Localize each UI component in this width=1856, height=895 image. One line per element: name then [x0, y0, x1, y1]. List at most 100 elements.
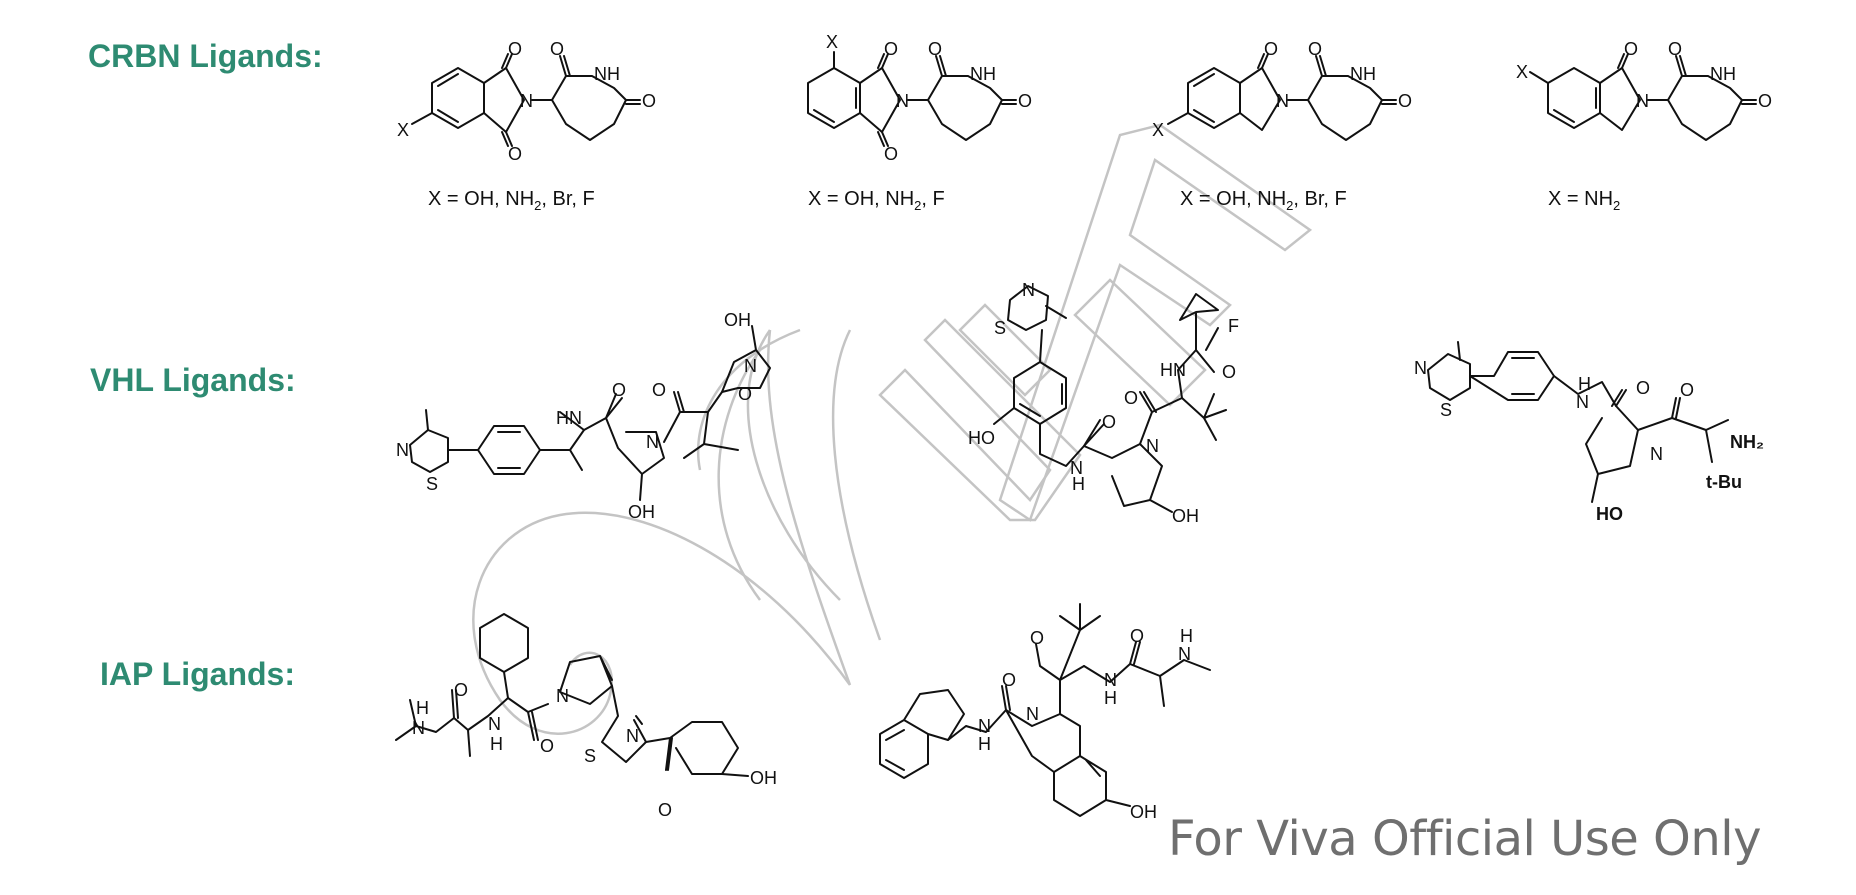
- atom-label: O: [1102, 412, 1116, 432]
- atom-label: O: [1264, 39, 1278, 59]
- vhl-structure-2: [993, 285, 1227, 513]
- atom-label: O: [884, 144, 898, 164]
- benzene-ring: [807, 67, 861, 129]
- atom-label: O: [642, 91, 656, 111]
- benzene-ring: [431, 67, 485, 129]
- caption-text: X = NH: [1548, 188, 1614, 210]
- atom-label: NH: [594, 64, 620, 84]
- atom-label: N: [978, 716, 991, 736]
- crbn-caption-4: X = NH2: [1548, 188, 1620, 213]
- atom-label: N: [1414, 358, 1427, 378]
- glutarimide: [907, 55, 1017, 141]
- atom-label: NH₂: [1730, 432, 1764, 452]
- atom-label: HO: [968, 428, 995, 448]
- atom-label: X: [397, 120, 409, 140]
- glutarimide: [1287, 55, 1397, 141]
- atom-label: N: [1146, 436, 1159, 456]
- atom-label: X: [1516, 62, 1528, 82]
- atom-label: H: [1104, 688, 1117, 708]
- atom-label: S: [994, 318, 1006, 338]
- aryl: [1013, 329, 1067, 425]
- atom-label: H: [1072, 474, 1085, 494]
- iap-ligands-label: IAP Ligands:: [100, 656, 295, 692]
- lactam-ring: [1239, 67, 1281, 131]
- atom-label: O: [550, 39, 564, 59]
- pyrrolidine: [605, 417, 665, 501]
- atom-label: O: [508, 39, 522, 59]
- atom-label: N: [744, 356, 757, 376]
- atom-label: F: [1228, 316, 1239, 336]
- atom-label: N: [1576, 392, 1589, 412]
- caption-text: , Br, F: [1293, 188, 1347, 210]
- crbn-caption-2: X = OH, NH2, F: [808, 188, 945, 213]
- crbn-caption-3: X = OH, NH2, Br, F: [1180, 188, 1347, 213]
- imide-ring: [859, 67, 901, 133]
- atom-label: N: [1022, 280, 1035, 300]
- atom-label: O: [1222, 362, 1236, 382]
- carbonyl: [1617, 53, 1629, 69]
- atom-label: H: [416, 698, 429, 718]
- tetralin: [879, 689, 965, 779]
- atom-label: N: [646, 432, 659, 452]
- benzylamide: [1553, 375, 1627, 407]
- tle-side: [1035, 603, 1101, 715]
- vhl-ligands-label: VHL Ligands:: [90, 362, 296, 398]
- atom-label: O: [1030, 628, 1044, 648]
- watermark-letter-v: [878, 318, 1082, 522]
- backbone: [395, 689, 549, 757]
- atom-label: H: [490, 734, 503, 754]
- caption-subscript: 2: [1286, 198, 1294, 213]
- crbn-structure-2: [807, 51, 1017, 147]
- atom-label: N: [1178, 644, 1191, 664]
- atom-label: O: [1668, 39, 1682, 59]
- imide-ring: [483, 67, 525, 133]
- atom-label: OH: [628, 502, 655, 522]
- atom-label: O: [1308, 39, 1322, 59]
- atom-label: O: [884, 39, 898, 59]
- crbn-structure-1: [411, 53, 641, 147]
- atom-label: N: [1026, 704, 1039, 724]
- caption-text: X = OH, NH: [808, 188, 915, 210]
- atom-label: O: [1018, 91, 1032, 111]
- carbonyl: [1257, 53, 1269, 69]
- iap-structure-1: [395, 613, 749, 777]
- atom-label: NH: [1710, 64, 1736, 84]
- atom-label: H: [1180, 626, 1193, 646]
- glutarimide: [531, 55, 641, 141]
- ketone-aryl: [645, 721, 749, 777]
- atom-label: N: [412, 718, 425, 738]
- tic-ring: [1005, 709, 1131, 817]
- atom-label: N: [488, 714, 501, 734]
- atom-label: N: [1276, 91, 1289, 111]
- atom-label: O: [1758, 91, 1772, 111]
- thiazole: [1427, 341, 1471, 401]
- atom-label: O: [508, 144, 522, 164]
- caption-subscript: 2: [534, 198, 542, 213]
- atom-label: O: [1002, 670, 1016, 690]
- watermark-letter-a: [998, 123, 1313, 522]
- crbn-structure-4: [1529, 53, 1757, 141]
- thiazole: [1007, 285, 1067, 331]
- caption-text: , Br, F: [541, 188, 595, 210]
- watermark-curl: [472, 329, 882, 735]
- atom-label: O: [612, 380, 626, 400]
- iap-structure-2: [879, 603, 1211, 817]
- atom-label: NH: [970, 64, 996, 84]
- atom-label: N: [556, 686, 569, 706]
- pyrrolidine: [1083, 443, 1173, 513]
- atom-label: O: [652, 380, 666, 400]
- lactam-ring: [1599, 67, 1641, 131]
- vhl-structure-3: [1427, 341, 1729, 503]
- atom-label: N: [1636, 91, 1649, 111]
- thiazole: [601, 685, 647, 763]
- watermark-diag: [958, 303, 1052, 397]
- atom-label: O: [1624, 39, 1638, 59]
- pyrrolidine: [559, 655, 613, 705]
- atom-label: X: [826, 32, 838, 52]
- phenyl: [1469, 351, 1555, 401]
- atom-label: H: [978, 734, 991, 754]
- atom-label: N: [396, 440, 409, 460]
